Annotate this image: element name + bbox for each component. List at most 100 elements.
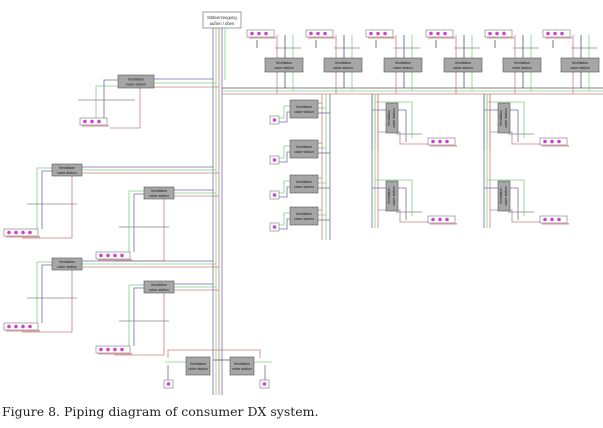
fan-icon xyxy=(106,253,110,258)
indoor-unit xyxy=(427,215,457,225)
fan-icon xyxy=(383,31,387,36)
unit-base xyxy=(6,236,40,238)
pipe xyxy=(41,170,52,229)
station-label: valve station xyxy=(453,66,473,70)
fan-icon xyxy=(272,158,277,162)
indoor-unit xyxy=(269,115,280,125)
station-label: valve station xyxy=(392,186,396,206)
unit-base xyxy=(430,145,457,147)
indoor-unit xyxy=(3,228,40,238)
unit-base xyxy=(542,145,569,147)
fan-icon xyxy=(97,119,101,124)
fan-icon xyxy=(120,253,124,258)
indoor-unit xyxy=(539,137,569,147)
pipe xyxy=(114,199,165,262)
refrigeration-source: Kälteerzeugung außen / oben xyxy=(202,11,242,29)
fan-icon xyxy=(543,217,547,222)
pipe xyxy=(128,284,144,346)
fan-icon xyxy=(438,217,442,222)
station-box xyxy=(497,102,511,134)
station-box xyxy=(51,163,83,177)
station-label: valve station xyxy=(393,66,413,70)
station-label: valve station xyxy=(294,150,314,154)
fan-icon xyxy=(550,139,554,144)
station-box xyxy=(385,102,399,134)
unit-base xyxy=(368,37,395,39)
fan-icon xyxy=(99,347,103,352)
fan-icon xyxy=(166,382,171,386)
fan-icon xyxy=(431,217,435,222)
pipe xyxy=(487,179,525,216)
pipe xyxy=(375,101,413,138)
pipe xyxy=(167,349,261,358)
fan-icon xyxy=(21,230,25,235)
fan-icon xyxy=(113,253,117,258)
unit-base xyxy=(487,37,514,39)
pipe xyxy=(41,264,52,323)
fan-icon xyxy=(557,139,561,144)
pipe xyxy=(279,186,290,198)
fan-icon xyxy=(272,225,277,229)
station-box xyxy=(497,180,511,212)
station-label: Ventilation xyxy=(395,61,412,65)
indoor-unit xyxy=(269,222,280,232)
fan-icon xyxy=(369,31,373,36)
station-label: valve station xyxy=(570,66,590,70)
station-box xyxy=(385,180,399,212)
source-label-line2: außen / oben xyxy=(210,21,235,26)
station-box xyxy=(289,99,319,119)
station-label: valve station xyxy=(57,171,77,175)
station-label: Ventilation xyxy=(276,61,293,65)
fan-icon xyxy=(14,230,18,235)
station-label: Ventilation xyxy=(296,212,313,216)
station-box xyxy=(323,57,363,73)
fan-icon xyxy=(546,31,550,36)
station-label: valve station xyxy=(57,265,77,269)
pipe xyxy=(279,151,290,163)
pipe xyxy=(279,111,290,123)
figure-caption: Figure 8. Piping diagram of consumer DX … xyxy=(2,404,319,419)
station-box xyxy=(502,57,542,73)
station-box xyxy=(143,280,175,294)
fan-icon xyxy=(113,347,117,352)
station-label: Ventilation xyxy=(190,362,207,366)
indoor-unit xyxy=(269,155,280,165)
pipe xyxy=(484,109,519,142)
indoor-unit xyxy=(259,379,270,389)
fan-icon xyxy=(7,324,11,329)
fan-icon xyxy=(262,382,267,386)
indoor-unit xyxy=(425,29,455,39)
station-label: Ventilation xyxy=(296,105,313,109)
indoor-unit xyxy=(305,29,335,39)
pipe xyxy=(110,88,141,129)
pipe xyxy=(22,176,73,239)
fan-icon xyxy=(436,31,440,36)
unit-base xyxy=(249,37,276,39)
indoor-unit xyxy=(542,29,572,39)
station-label: valve station xyxy=(512,66,532,70)
pipe xyxy=(22,270,73,333)
source-label-line1: Kälteerzeugung xyxy=(207,15,237,20)
station-box xyxy=(289,206,319,226)
pipe xyxy=(95,85,118,118)
pipe xyxy=(279,212,290,226)
indoor-unit xyxy=(427,137,457,147)
fan-icon xyxy=(431,139,435,144)
station-label: Ventilation xyxy=(151,189,168,193)
unit-base xyxy=(428,37,455,39)
indoor-unit xyxy=(79,117,109,127)
station-label: valve station xyxy=(294,110,314,114)
station-label: Ventilation xyxy=(296,180,313,184)
station-label: valve station xyxy=(149,194,169,198)
station-label: valve station xyxy=(294,217,314,221)
fan-icon xyxy=(272,118,277,122)
pipe xyxy=(487,101,525,138)
